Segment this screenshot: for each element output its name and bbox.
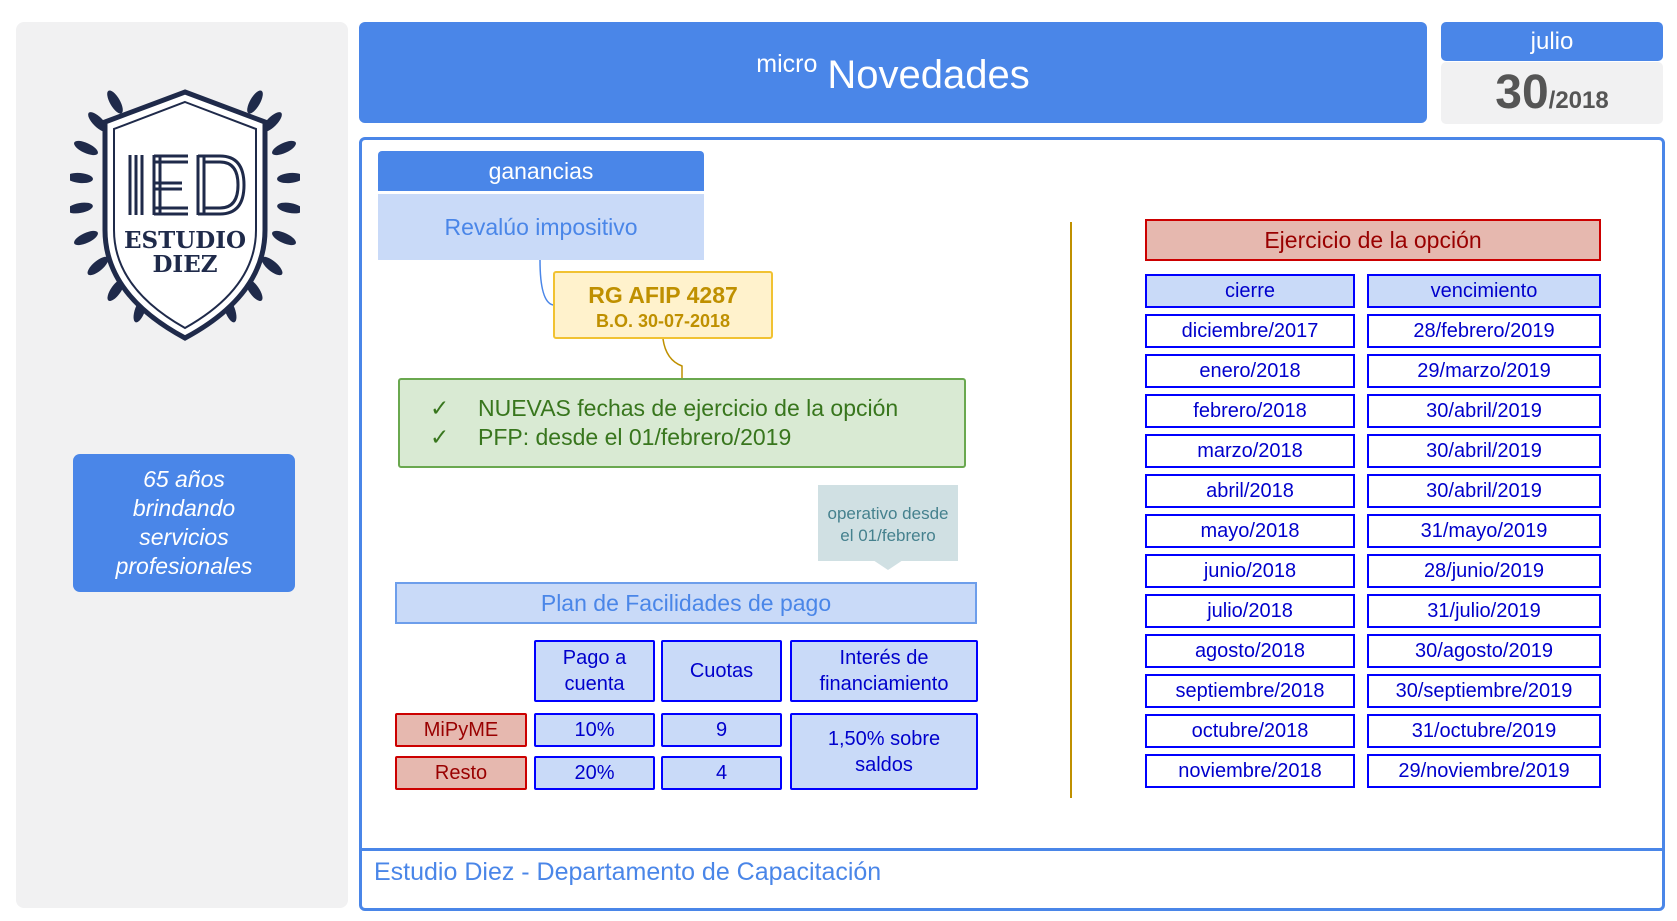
cell-cierre: enero/2018 (1145, 354, 1355, 388)
motto-line: brindando (132, 495, 236, 521)
cell-cierre: diciembre/2017 (1145, 314, 1355, 348)
interes-line: saldos (855, 753, 913, 776)
svg-text:DIEZ: DIEZ (152, 251, 217, 278)
cell-cierre: marzo/2018 (1145, 434, 1355, 468)
norm-rg: RG AFIP 4287 (588, 282, 738, 308)
callout-line: operativo desde (827, 504, 949, 523)
date-month: julio (1441, 22, 1663, 61)
cell-cierre: agosto/2018 (1145, 634, 1355, 668)
header-line: financiamiento (819, 673, 949, 695)
header-micro: micro (756, 50, 818, 78)
cell-vencimiento: 29/noviembre/2019 (1367, 754, 1601, 788)
header-line: Cuotas (689, 660, 754, 682)
date-day: 30 (1495, 66, 1549, 119)
norm-box: RG AFIP 4287 B.O. 30-07-2018 (553, 271, 773, 339)
cell-cierre: noviembre/2018 (1145, 754, 1355, 788)
header-line: cuenta (564, 673, 625, 695)
plan-row-label: MiPyME (395, 713, 527, 747)
plan-header-interes: Interés de financiamiento (790, 640, 978, 702)
cell-cierre: septiembre/2018 (1145, 674, 1355, 708)
plan-title: Plan de Facilidades de pago (395, 582, 977, 624)
interes-line: 1,50% sobre (827, 727, 941, 750)
cell-cierre: julio/2018 (1145, 594, 1355, 628)
norm-bo: B.O. 30-07-2018 (595, 311, 731, 331)
plan-cell-pago: 20% (534, 756, 655, 790)
header-line: Pago a (562, 647, 627, 669)
subject-box: Revalúo impositivo (378, 194, 704, 260)
cell-vencimiento: 29/marzo/2019 (1367, 354, 1601, 388)
option-table-title: Ejercicio de la opción (1145, 219, 1601, 261)
date-year: /2018 (1548, 87, 1609, 114)
check-icon: ✓ (430, 395, 450, 421)
check-icon: ✓ (430, 424, 450, 450)
highlights-box: ✓ NUEVAS fechas de ejercicio de la opció… (398, 378, 966, 468)
footer-text: Estudio Diez - Departamento de Capacitac… (374, 858, 882, 886)
plan-header-cuotas: Cuotas (661, 640, 782, 702)
callout-pointer (873, 560, 903, 570)
cell-cierre: mayo/2018 (1145, 514, 1355, 548)
highlight-text: NUEVAS fechas de ejercicio de la opción (478, 395, 899, 421)
estudio-diez-logo: ESTUDIO DIEZ (70, 89, 300, 341)
motto-line: profesionales (115, 553, 253, 579)
cell-vencimiento: 31/octubre/2019 (1367, 714, 1601, 748)
motto-line: 65 años (143, 466, 225, 492)
svg-text:ESTUDIO: ESTUDIO (124, 227, 246, 254)
cell-vencimiento: 30/agosto/2019 (1367, 634, 1601, 668)
header-vencimiento: vencimiento (1367, 274, 1601, 308)
motto-badge: 65 años brindando servicios profesionale… (73, 454, 295, 592)
plan-header-pago: Pago a cuenta (534, 640, 655, 702)
header-banner: micro Novedades (359, 22, 1427, 123)
plan-cell-cuotas: 9 (661, 713, 782, 747)
date-box: 30/2018 (1441, 62, 1663, 124)
column-divider (1070, 222, 1072, 798)
cell-cierre: junio/2018 (1145, 554, 1355, 588)
highlight-item: ✓ NUEVAS fechas de ejercicio de la opció… (430, 394, 964, 423)
cell-vencimiento: 30/abril/2019 (1367, 434, 1601, 468)
cell-vencimiento: 31/mayo/2019 (1367, 514, 1601, 548)
cell-cierre: octubre/2018 (1145, 714, 1355, 748)
callout-operativo: operativo desde el 01/febrero (818, 485, 958, 561)
cell-vencimiento: 30/septiembre/2019 (1367, 674, 1601, 708)
plan-cell-cuotas: 4 (661, 756, 782, 790)
cell-cierre: abril/2018 (1145, 474, 1355, 508)
content-panel (359, 137, 1665, 911)
header-line: Interés de (839, 647, 929, 669)
header-cierre: cierre (1145, 274, 1355, 308)
cell-vencimiento: 31/julio/2019 (1367, 594, 1601, 628)
footer-divider (359, 848, 1665, 851)
callout-line: el 01/febrero (840, 526, 936, 545)
cell-vencimiento: 30/abril/2019 (1367, 474, 1601, 508)
cell-vencimiento: 30/abril/2019 (1367, 394, 1601, 428)
cell-cierre: febrero/2018 (1145, 394, 1355, 428)
plan-row-label: Resto (395, 756, 527, 790)
page-title: Novedades (827, 53, 1030, 97)
tab-ganancias: ganancias (378, 151, 704, 191)
highlight-item: ✓ PFP: desde el 01/febrero/2019 (430, 423, 964, 452)
plan-cell-interes: 1,50% sobre saldos (790, 713, 978, 790)
cell-vencimiento: 28/junio/2019 (1367, 554, 1601, 588)
cell-vencimiento: 28/febrero/2019 (1367, 314, 1601, 348)
plan-cell-pago: 10% (534, 713, 655, 747)
motto-line: servicios (139, 524, 229, 550)
highlight-text: PFP: desde el 01/febrero/2019 (478, 424, 792, 450)
